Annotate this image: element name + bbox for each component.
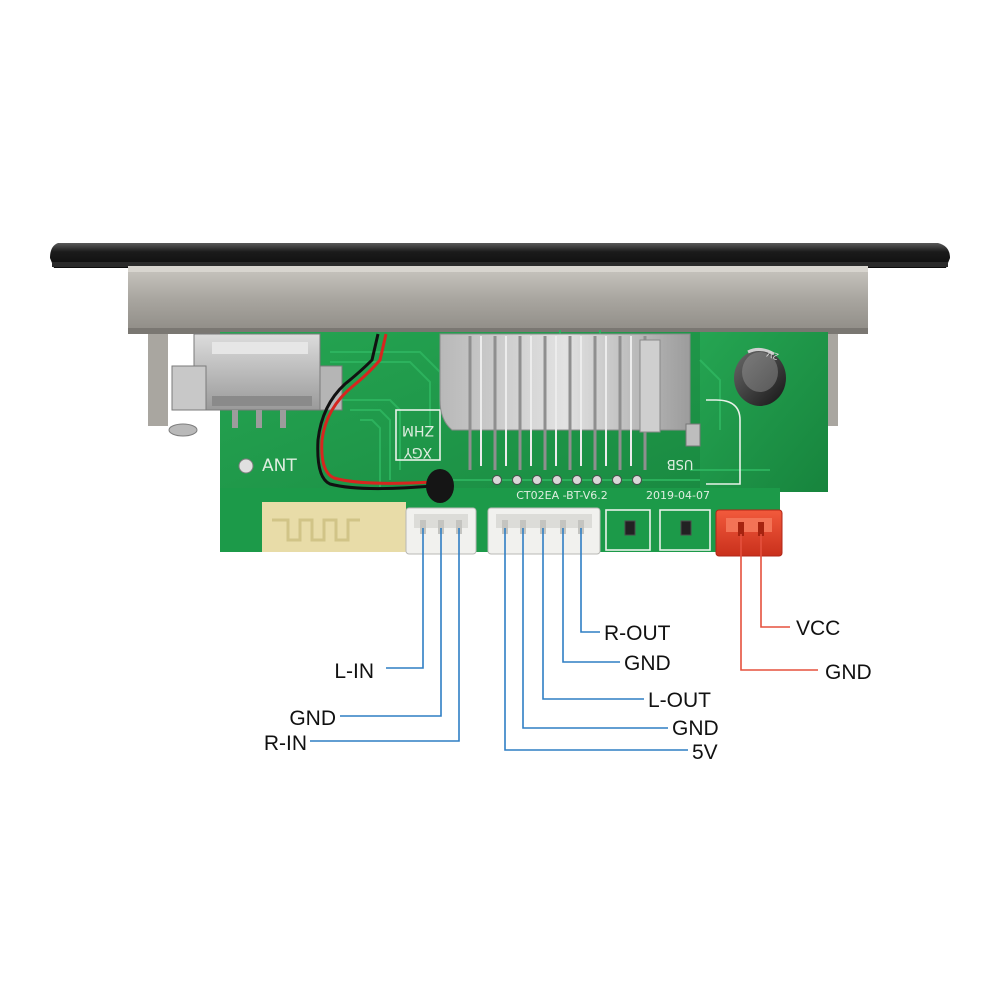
- front-panel: [50, 243, 950, 268]
- bluetooth-module: [262, 502, 406, 552]
- lead-output-gnd-2: [522, 528, 668, 729]
- board-model-label: CT02EA -BT-V6.2: [516, 489, 608, 502]
- board-date-label: 2019-04-07: [646, 489, 710, 502]
- pcb-pads: [492, 475, 692, 536]
- lead-5v: [504, 528, 688, 751]
- lead-l-in: [386, 528, 424, 669]
- leader-lines: [310, 528, 818, 751]
- lead-power-gnd: [740, 534, 818, 671]
- lead-output-gnd-1: [562, 528, 620, 663]
- label-power-gnd: GND: [825, 661, 872, 684]
- mounting-hole: [238, 458, 254, 474]
- output-connector: [487, 507, 601, 555]
- label-output-gnd-1: GND: [624, 652, 671, 675]
- label-r-out: R-OUT: [604, 622, 671, 645]
- antenna-label: ANT: [262, 456, 297, 476]
- label-r-in: R-IN: [264, 732, 307, 755]
- pin-labels: L-IN GND R-IN R-OUT GND L-OUT GND 5V VCC…: [264, 617, 872, 764]
- sd-card-slot: [639, 339, 661, 433]
- label-output-gnd-2: GND: [672, 717, 719, 740]
- usb-label: USB: [667, 456, 694, 471]
- power-connector: [715, 509, 783, 557]
- lead-vcc: [760, 534, 790, 628]
- capacitor-label: 2V: [765, 347, 780, 361]
- label-input-gnd: GND: [289, 707, 336, 730]
- pcb-silkscreen: [395, 399, 741, 551]
- label-vcc: VCC: [796, 617, 840, 640]
- usb-connector: [171, 333, 343, 428]
- heatsink: [439, 333, 701, 470]
- lead-input-gnd: [340, 528, 442, 717]
- wire-sleeve: [426, 469, 454, 503]
- lead-l-out: [542, 528, 644, 700]
- silkscreen-sub-label: XGY: [403, 444, 432, 460]
- lead-r-out: [580, 528, 600, 633]
- label-5v: 5V: [692, 741, 718, 764]
- antenna-wire: [316, 333, 454, 503]
- lead-r-in: [310, 528, 460, 742]
- silkscreen-top-label: ZHM: [402, 422, 434, 438]
- label-l-out: L-OUT: [648, 689, 711, 712]
- capacitor: 2V: [734, 347, 786, 406]
- label-l-in: L-IN: [334, 660, 374, 683]
